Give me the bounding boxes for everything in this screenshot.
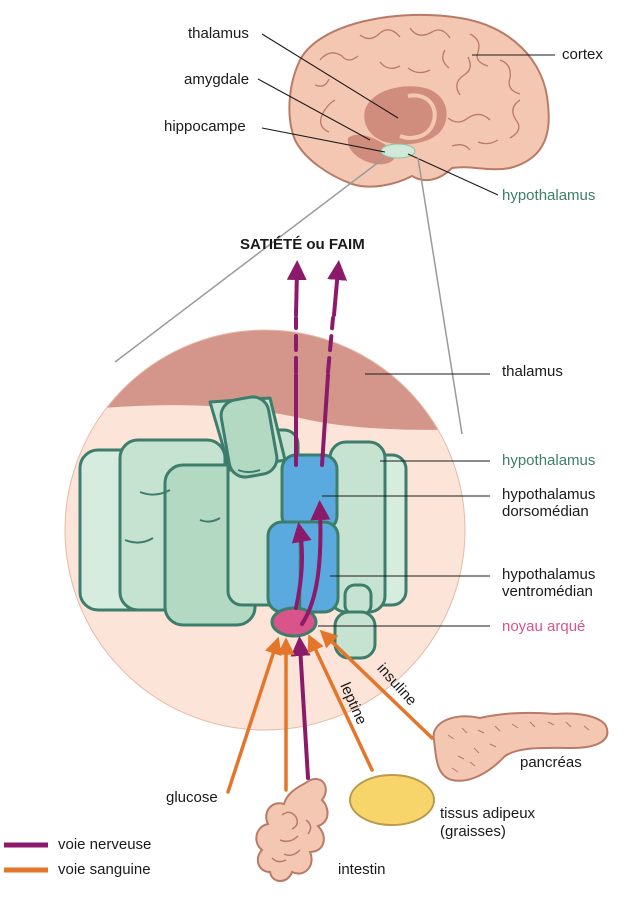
leptine-arrow bbox=[307, 634, 374, 772]
intestin-nerve-arrow bbox=[290, 636, 311, 780]
label-ventromedian-2: ventromédian bbox=[502, 583, 593, 600]
label-tissus-2: (graisses) bbox=[440, 823, 506, 840]
nerve-loop-2 bbox=[300, 500, 331, 626]
pancreas bbox=[432, 711, 609, 782]
legend bbox=[4, 842, 48, 873]
satiete-arrow-right bbox=[327, 260, 348, 317]
label-satiete: SATIÉTÉ ou FAIM bbox=[240, 236, 365, 253]
label-hippocampe: hippocampe bbox=[164, 118, 246, 135]
label-dorsomedian-1: hypothalamus bbox=[502, 486, 596, 503]
brain-illustration bbox=[288, 13, 550, 188]
blood-pathway bbox=[226, 629, 434, 794]
label-tissus-1: tissus adipeux bbox=[440, 805, 536, 822]
label-thalamus-top: thalamus bbox=[188, 25, 249, 42]
brain-gyri bbox=[314, 27, 521, 151]
dorsomedial-nucleus bbox=[280, 453, 339, 532]
label-dorsomedian-2: dorsomédian bbox=[502, 503, 589, 520]
nervous-pathway bbox=[286, 260, 348, 780]
label-pancreas: pancréas bbox=[520, 754, 582, 771]
glucose-arrow bbox=[226, 636, 282, 794]
label-thalamus-zoom: thalamus bbox=[502, 363, 563, 380]
satiete-arrow-left bbox=[286, 260, 307, 317]
label-noyau-arque: noyau arqué bbox=[502, 618, 586, 635]
label-amygdale: amygdale bbox=[184, 71, 250, 88]
label-hypothalamus-zoom: hypothalamus bbox=[502, 452, 596, 469]
legend-label-blood: voie sanguine bbox=[58, 861, 151, 878]
intestine bbox=[255, 778, 329, 882]
label-hypothalamus-top: hypothalamus bbox=[502, 187, 596, 204]
brain-leader-lines bbox=[257, 33, 555, 196]
legend-label-nervous: voie nerveuse bbox=[58, 836, 152, 853]
zoom-lines bbox=[114, 157, 463, 435]
label-ventromedian-1: hypothalamus bbox=[502, 566, 596, 583]
label-cortex: cortex bbox=[562, 46, 603, 63]
brain-hypothalamus bbox=[380, 143, 416, 159]
adipose-tissue bbox=[349, 774, 435, 826]
block-creases bbox=[124, 469, 261, 544]
nerve-loop-1 bbox=[291, 522, 312, 610]
label-intestin: intestin bbox=[338, 861, 386, 878]
insuline-arrow bbox=[319, 629, 434, 740]
zoom-leader-lines bbox=[318, 373, 490, 627]
label-glucose: glucose bbox=[166, 789, 218, 806]
